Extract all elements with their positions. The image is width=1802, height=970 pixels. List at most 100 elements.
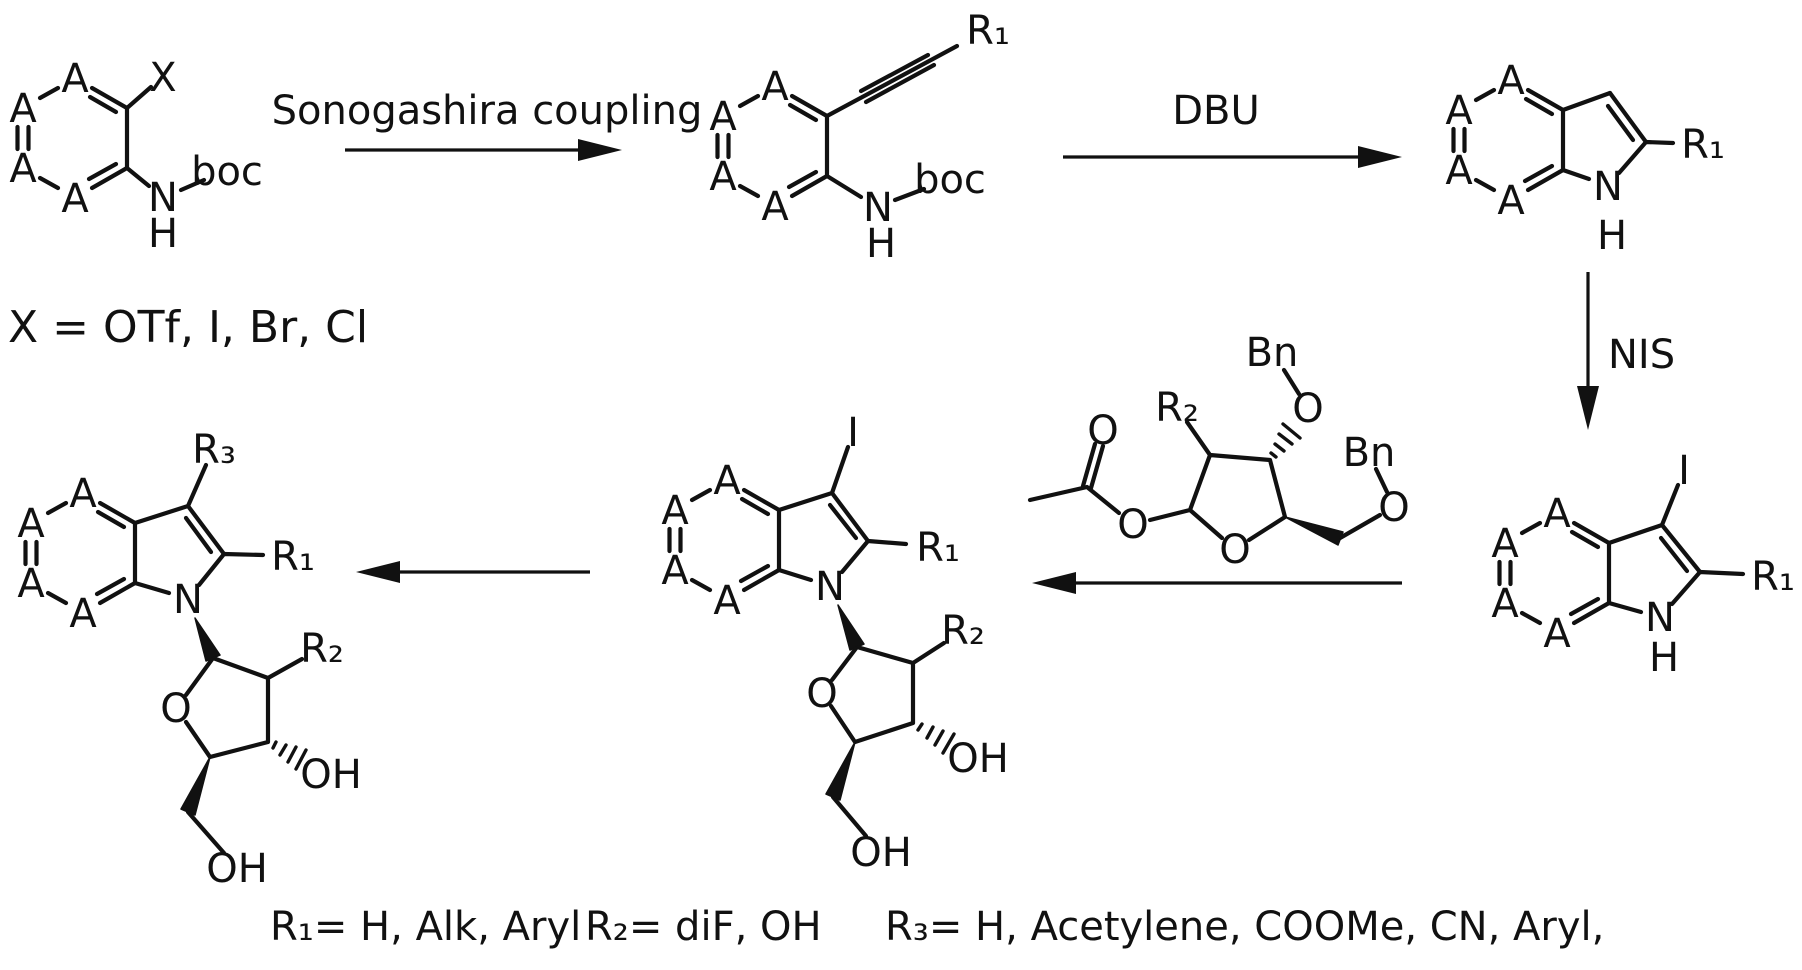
reagent-nis-label: NIS xyxy=(1608,332,1675,378)
structure-final-nucleoside: A A A A R₃ R₁ N O R₂ OH OH xyxy=(17,427,361,892)
atom-label: A xyxy=(17,561,45,607)
double-bond-lines xyxy=(15,85,130,191)
substituent-r1-label: R₁ xyxy=(271,534,315,580)
hashed-bond-oh xyxy=(916,722,956,755)
double-bond-lines xyxy=(715,93,830,199)
atom-label-n: N xyxy=(148,175,178,221)
atom-label: A xyxy=(1497,58,1525,104)
bond-lines xyxy=(37,84,207,193)
structure-alkyne-intermediate: A A A A R₁ N H boc xyxy=(709,8,1010,267)
bond-lines xyxy=(1027,367,1390,543)
structure-halide-precursor: A A A A X N H boc xyxy=(9,55,263,257)
atom-label: A xyxy=(69,591,97,637)
bond-lines xyxy=(689,444,947,839)
atom-label: A xyxy=(1445,148,1473,194)
benzyl-label: Bn xyxy=(1246,330,1299,376)
atom-label-o: O xyxy=(1117,502,1148,548)
atom-label: A xyxy=(1491,521,1519,567)
atom-label: A xyxy=(761,184,789,230)
hydroxyl-label: OH xyxy=(850,830,912,876)
boc-label: boc xyxy=(914,157,986,203)
double-bond-lines xyxy=(1497,520,1703,626)
atom-label: A xyxy=(661,488,689,534)
legend-r2-options: R₂= diF, OH xyxy=(585,904,822,950)
atom-label-o: O xyxy=(160,686,191,732)
structure-sugar-donor: O O O R₂ O Bn Bn O xyxy=(1027,330,1410,573)
legend-x-options: X = OTf, I, Br, Cl xyxy=(8,302,368,353)
benzyl-label: Bn xyxy=(1343,430,1396,476)
substituent-r2-label: R₂ xyxy=(1155,385,1199,431)
atom-label-o: O xyxy=(1292,386,1323,432)
arrow-sonogashira: Sonogashira coupling xyxy=(272,88,703,161)
atom-label-h: H xyxy=(1597,213,1627,259)
arrow-nis: NIS xyxy=(1577,272,1675,430)
atom-label-n: N xyxy=(863,185,893,231)
atom-label-n: N xyxy=(1645,595,1675,641)
wedge-bond-ch2obn xyxy=(1284,516,1344,546)
atom-label-n: N xyxy=(173,577,203,623)
arrow-head xyxy=(1032,572,1076,594)
substituent-r2-label: R₂ xyxy=(941,608,985,654)
atom-label: A xyxy=(709,154,737,200)
boc-label: boc xyxy=(191,149,263,195)
legend-r1-options: R₁= H, Alk, Aryl xyxy=(270,904,581,950)
hydroxyl-label: OH xyxy=(947,736,1009,782)
wedge-bond-ch2oh xyxy=(180,756,211,816)
atom-label: A xyxy=(709,94,737,140)
atom-label: A xyxy=(1491,581,1519,627)
atom-label: A xyxy=(661,548,689,594)
wedge-bond-n-glycosidic xyxy=(194,617,221,662)
atom-label: A xyxy=(17,501,45,547)
atom-label: A xyxy=(9,146,37,192)
substituent-iodo-label: I xyxy=(1678,448,1690,494)
atom-label-n: N xyxy=(1593,164,1623,210)
reagent-sonogashira-label: Sonogashira coupling xyxy=(272,88,703,134)
atom-label-o: O xyxy=(806,671,837,717)
arrow-head xyxy=(578,139,622,161)
bond-lines xyxy=(1473,87,1676,193)
arrow-head xyxy=(1577,386,1599,430)
atom-label: A xyxy=(761,64,789,110)
structure-iodo-azaindole: A A A A I N H R₁ xyxy=(1491,448,1795,681)
structure-azaindole: A A A A N H R₁ xyxy=(1445,58,1725,259)
substituent-r3-label: R₃ xyxy=(192,427,236,473)
substituent-r1-label: R₁ xyxy=(1681,122,1725,168)
atom-label: A xyxy=(61,176,89,222)
substituent-x-label: X xyxy=(149,55,176,101)
atom-label-o: O xyxy=(1378,485,1409,531)
atom-label: A xyxy=(1543,491,1571,537)
wedge-bond-ch2oh xyxy=(825,741,856,801)
triple-bond-lines xyxy=(858,52,937,105)
atom-label: A xyxy=(1543,611,1571,657)
atom-label: A xyxy=(1497,178,1525,224)
atom-label: A xyxy=(713,578,741,624)
atom-label-h: H xyxy=(148,211,178,257)
arrow-head xyxy=(356,561,400,583)
bond-lines xyxy=(737,43,960,203)
arrow-functionalization xyxy=(356,561,590,583)
bond-lines xyxy=(1519,482,1746,626)
atom-label: A xyxy=(9,86,37,132)
double-bond-lines xyxy=(1451,87,1649,193)
atom-label: A xyxy=(61,56,89,102)
substituent-r2-label: R₂ xyxy=(300,626,344,672)
substituent-r1-label: R₁ xyxy=(966,8,1010,54)
atom-label: A xyxy=(1445,88,1473,134)
substituent-iodo-label: I xyxy=(847,410,859,456)
structure-iodo-nucleoside: A A A A I R₁ N O R₂ OH OH xyxy=(661,410,1008,876)
substituent-r1-label: R₁ xyxy=(916,525,960,571)
arrow-glycosylation xyxy=(1032,572,1402,594)
substituent-r1-label: R₁ xyxy=(1751,554,1795,600)
hydroxyl-label: OH xyxy=(206,846,268,892)
legend: X = OTf, I, Br, Cl R₁= H, Alk, Aryl R₂= … xyxy=(8,302,1604,950)
hashed-bond-obn xyxy=(1269,422,1302,459)
double-bond-lines xyxy=(23,500,227,606)
legend-r3-options: R₃= H, Acetylene, COOMe, CN, Aryl, xyxy=(885,904,1604,950)
reagent-dbu-label: DBU xyxy=(1172,88,1260,134)
hydroxyl-label: OH xyxy=(300,752,362,798)
wedge-bond-n-glycosidic xyxy=(837,604,865,651)
atom-label-h: H xyxy=(866,221,896,267)
arrow-head xyxy=(1358,146,1402,168)
